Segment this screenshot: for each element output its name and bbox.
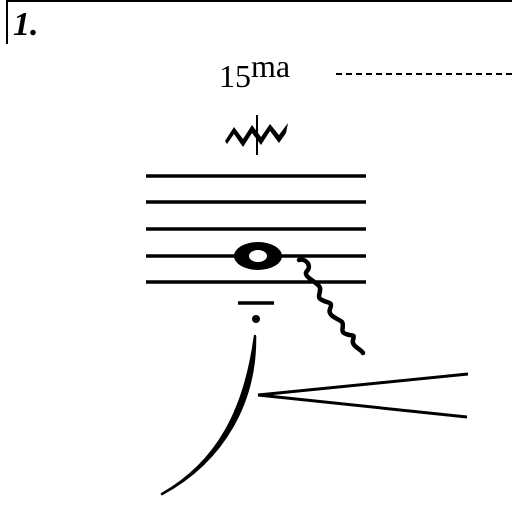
ottava-number: 15 — [219, 58, 251, 94]
ottava-marking: 15ma — [219, 48, 290, 96]
crescendo-hairpin-icon — [257, 372, 469, 419]
measure-box-top — [6, 0, 512, 2]
slur-icon — [160, 334, 257, 496]
measure-number: 1. — [13, 6, 39, 43]
staccato-dot — [252, 315, 260, 323]
ottava-suffix: ma — [251, 48, 291, 84]
measure-box-left — [6, 0, 8, 44]
wavy-glissando-icon — [296, 257, 366, 356]
trill-icon — [225, 115, 288, 155]
ottava-extension-line — [336, 73, 512, 75]
whole-note-icon — [234, 242, 282, 270]
staff — [146, 174, 366, 284]
